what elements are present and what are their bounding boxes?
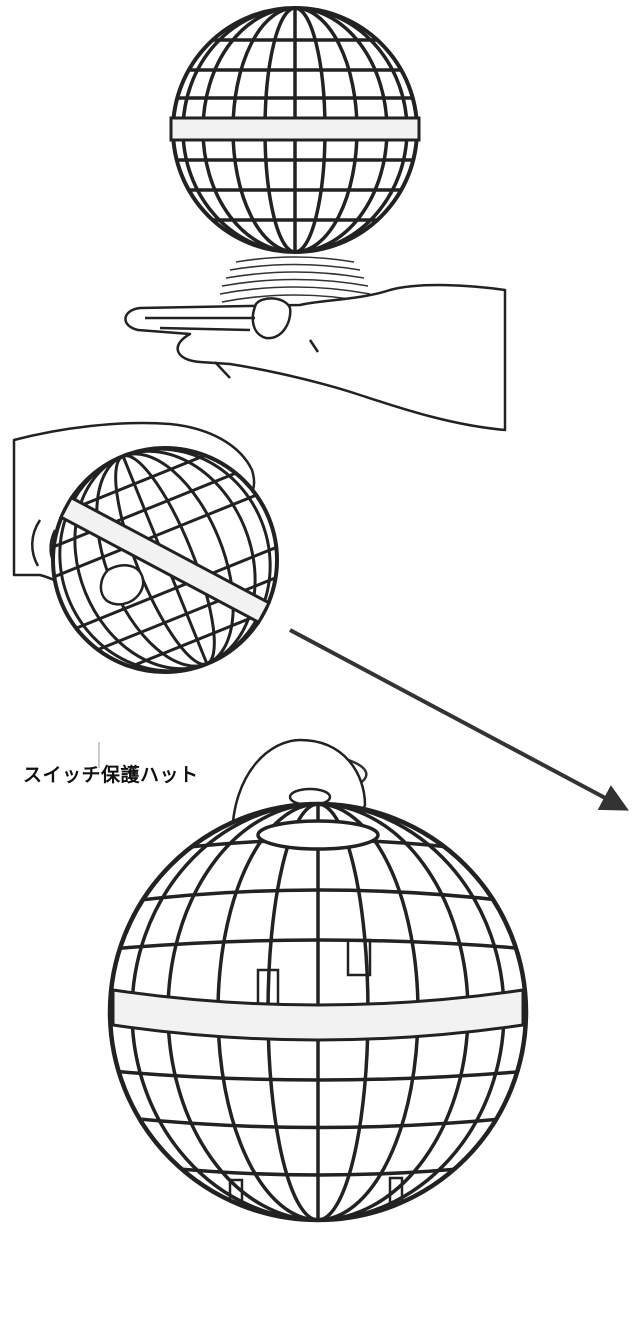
pointer-arrow-icon bbox=[289, 628, 629, 811]
open-hand-icon bbox=[124, 283, 507, 432]
flying-ball-icon bbox=[169, 6, 421, 254]
switch-cap-label: スイッチ保護ハット bbox=[23, 764, 199, 786]
held-ball-icon bbox=[19, 435, 311, 688]
large-ball-icon bbox=[107, 801, 529, 1223]
vibration-waves-icon bbox=[219, 256, 371, 303]
thumb-icon bbox=[99, 564, 145, 606]
